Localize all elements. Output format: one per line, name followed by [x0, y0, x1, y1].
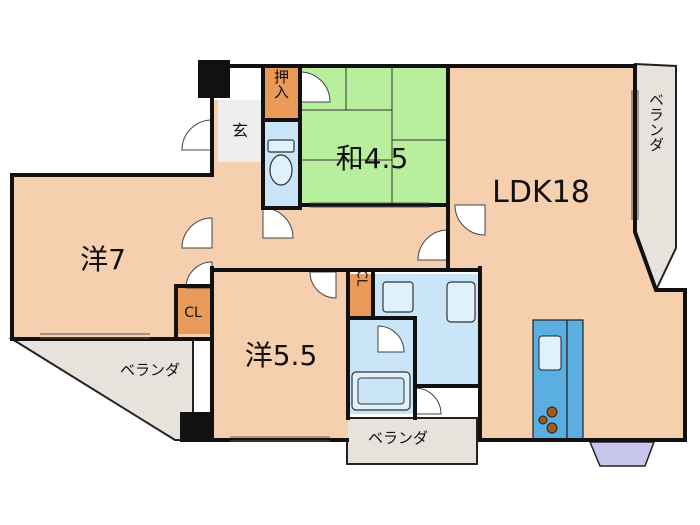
stove-burner: [546, 422, 558, 434]
stove-burner: [538, 415, 548, 425]
cl-label-center: CL: [354, 270, 369, 287]
room-label-western-5-5: 洋5.5: [245, 339, 318, 372]
utility-room: [415, 326, 480, 386]
room-western-5-5: [212, 272, 348, 440]
oshiire-closet: [263, 68, 299, 120]
cl-label-western-7: CL: [184, 305, 202, 321]
balcony-southwest: [8, 338, 194, 441]
balcony-label-southwest: ベランダ: [120, 361, 180, 379]
entrance: [218, 100, 262, 162]
closet-center: [349, 274, 373, 316]
toilet-bowl: [269, 154, 293, 186]
balcony-south: [346, 417, 478, 465]
pillar: [180, 412, 212, 442]
bathtub-inner: [357, 377, 405, 405]
windows: [40, 90, 639, 442]
washing-machine: [446, 281, 476, 323]
balcony-label-east: ベランダ: [647, 92, 665, 152]
walls: [10, 64, 687, 442]
room-ldk: [448, 66, 685, 440]
room-label-washitsu: 和4.5: [336, 142, 409, 175]
toilet-tank: [267, 139, 295, 153]
kitchen-sink: [538, 335, 562, 371]
tatami-lines: [300, 68, 446, 205]
room-label-western-7: 洋7: [80, 243, 126, 276]
oshiire-label: 押入: [272, 69, 290, 99]
stove-burner: [546, 406, 558, 418]
pillar: [198, 60, 230, 98]
closet-western-7: [176, 286, 210, 334]
balcony-label-south: ベランダ: [368, 429, 428, 447]
wash-basin: [382, 281, 414, 313]
entrance-label: 玄: [232, 121, 248, 140]
room-label-ldk: LDK18: [492, 175, 590, 210]
kitchen-back-counter: [566, 319, 584, 441]
bay-window: [588, 441, 656, 467]
door-swings: [181, 71, 486, 415]
